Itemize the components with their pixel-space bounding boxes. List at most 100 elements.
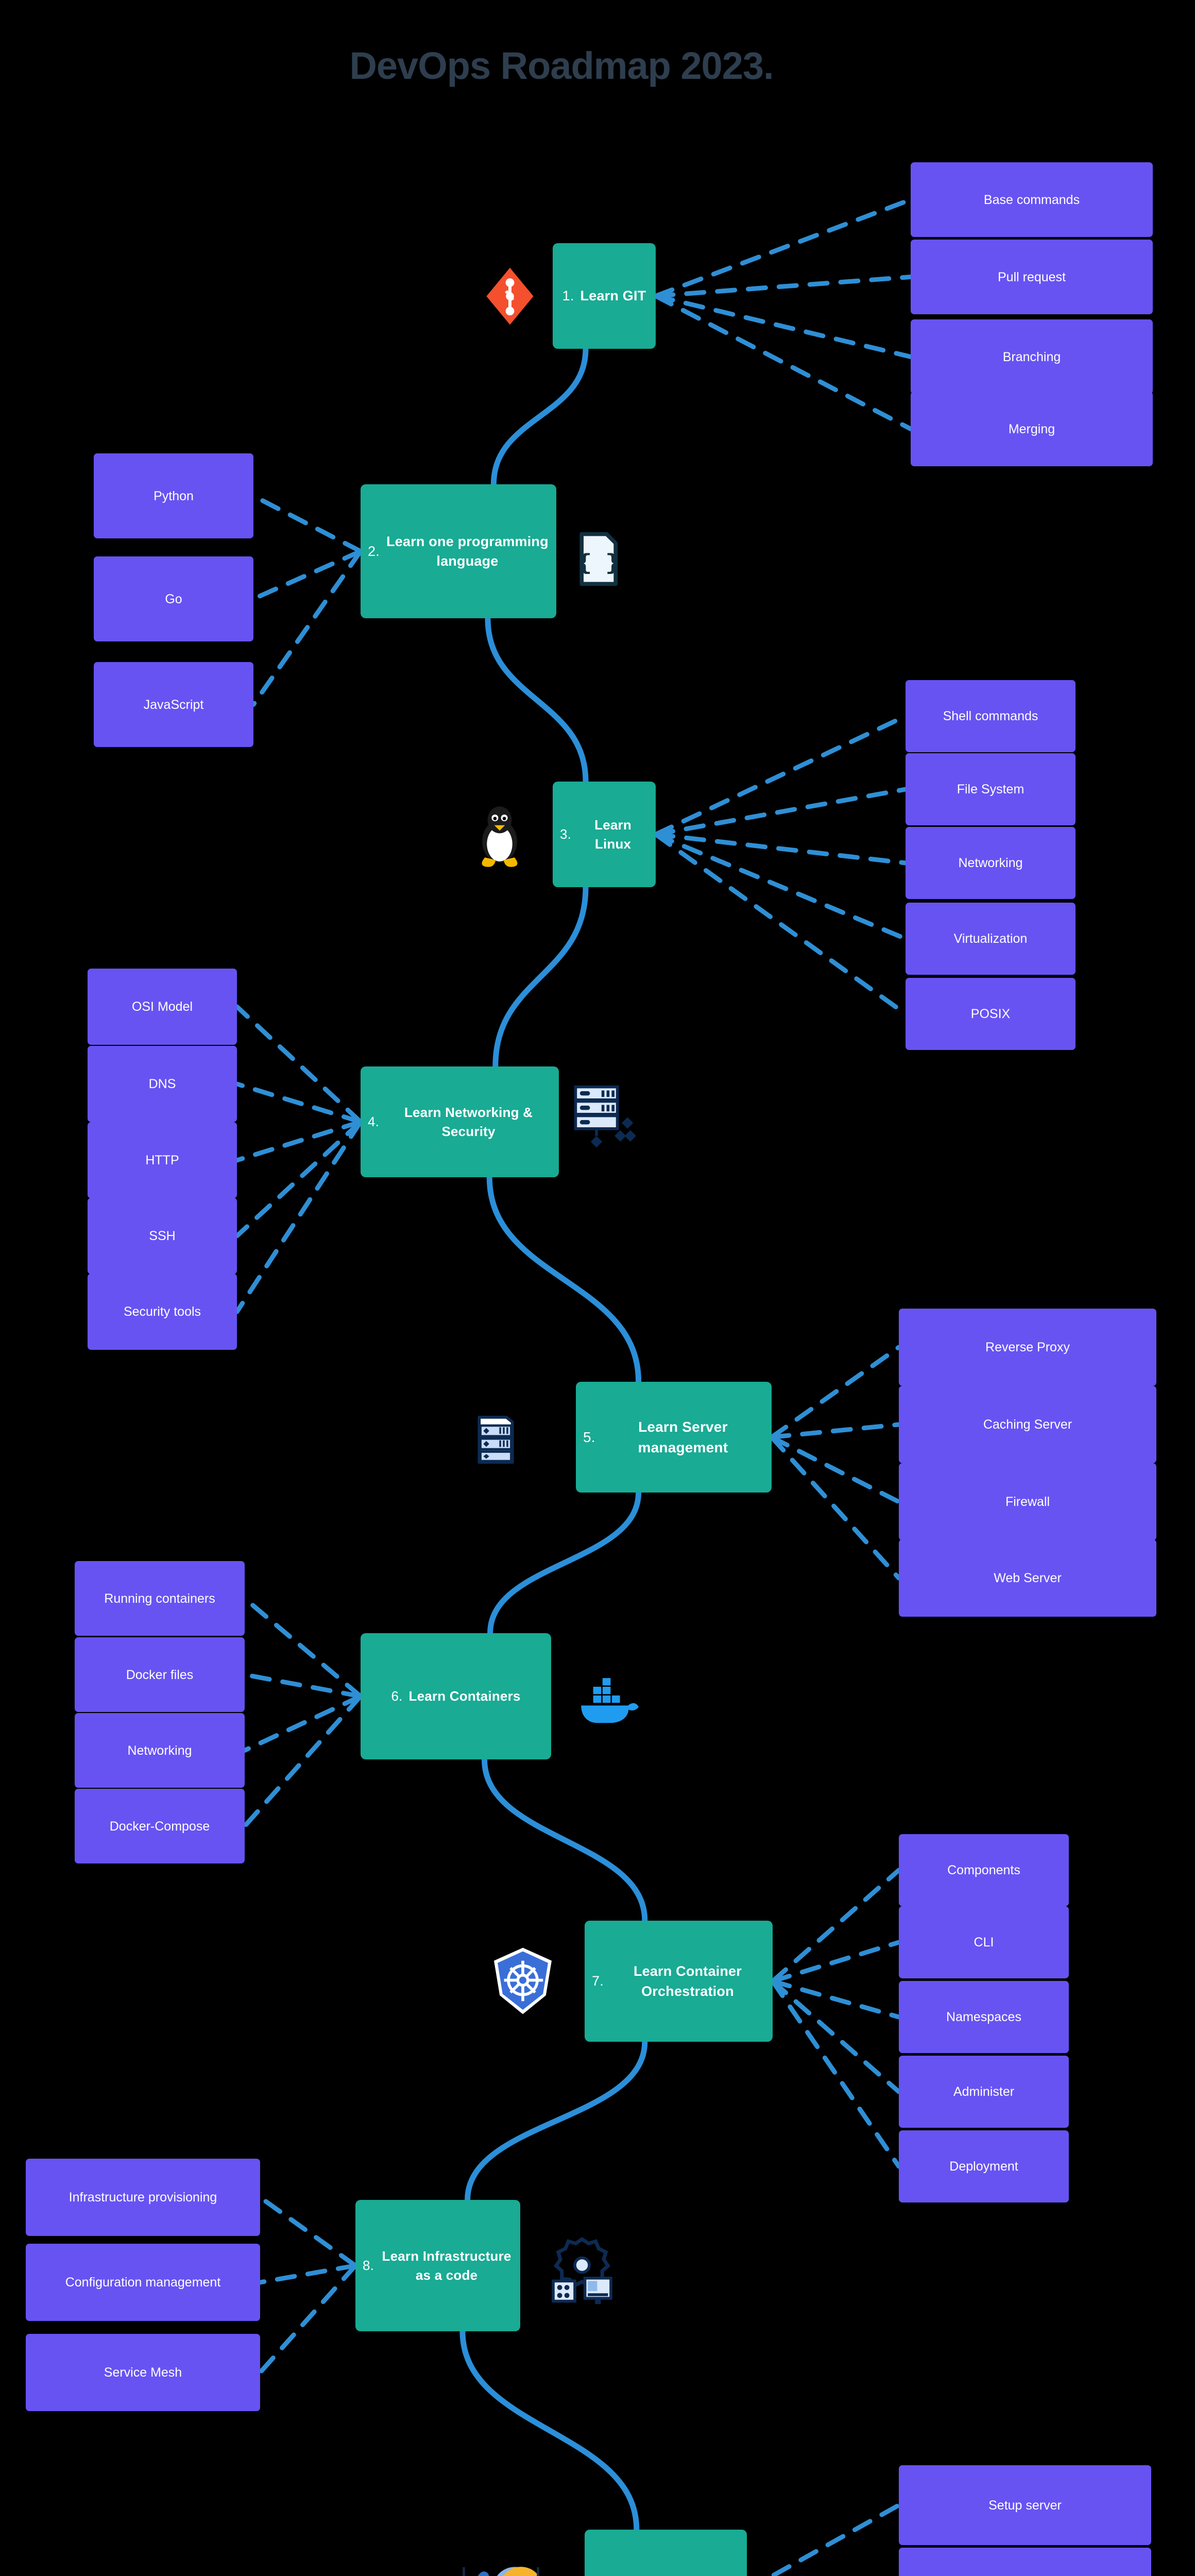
main-node-9[interactable]: 9.Learn CI/CD [585,2530,747,2576]
leaf-node[interactable]: Integration [899,2548,1151,2576]
main-node-7[interactable]: 7.Learn Container Orchestration [585,1921,773,2042]
leaf-node[interactable]: Web Server [899,1539,1156,1617]
main-node-number: 2. [368,543,380,559]
connector-line [242,1694,363,1828]
spine-curve [485,615,589,785]
leaf-node[interactable]: POSIX [906,978,1076,1050]
main-node-1[interactable]: 1. Learn GIT [553,243,656,349]
connector-line [234,1004,363,1124]
main-node-number: 8. [363,2258,374,2274]
leaf-node[interactable]: Python [94,453,253,538]
connector-line [251,549,363,707]
git-icon [479,260,541,332]
connector-line [653,714,908,837]
main-node-2[interactable]: 2. Learn one programming language [361,484,556,618]
connector-line [767,2503,901,2576]
connector-line [653,294,913,431]
connector-line [769,1345,901,1439]
connector-line [653,787,908,837]
main-node-number: 4. [368,1114,380,1130]
connector-line [653,294,913,359]
linux-penguin-icon [466,793,533,876]
leaf-node[interactable]: Setup server [899,2465,1151,2545]
leaf-node[interactable]: File System [906,753,1076,825]
leaf-node[interactable]: Deployment [899,2130,1069,2202]
leaf-node[interactable]: Administer [899,2056,1069,2128]
svg-text:{ }: { } [578,551,619,577]
main-node-5[interactable]: 5. Learn Server management [576,1382,772,1493]
connector-line [653,275,913,298]
infinity-loop-icon [456,2550,546,2576]
main-node-number: 6. [391,1688,403,1704]
connector-line [234,1081,363,1124]
leaf-node[interactable]: Running containers [75,1561,245,1636]
main-node-6[interactable]: 6. Learn Containers [361,1633,551,1759]
connector-line [770,1979,901,2020]
connector-line [770,1868,901,1984]
leaf-node[interactable]: Security tools [88,1274,237,1350]
main-node-number: 5. [583,1429,595,1445]
connector-line [242,1694,363,1753]
connector-line [653,832,908,941]
leaf-node[interactable]: HTTP [88,1122,237,1198]
connector-line [242,1596,363,1699]
main-node-4[interactable]: 4. Learn Networking & Security [361,1066,559,1177]
main-node-title: Learn Containers [408,1688,521,1704]
connector-line [258,2263,358,2375]
leaf-node[interactable]: DNS [88,1046,237,1122]
main-node-title: Learn Networking & Security [404,1104,533,1139]
main-node-number: 1. [562,288,574,304]
connector-line [769,1435,901,1581]
spine-curve [486,1174,642,1385]
leaf-node[interactable]: Firewall [899,1463,1156,1540]
main-node-3[interactable]: 3.Learn Linux [553,782,656,887]
main-node-title: Learn Server management [638,1418,728,1455]
leaf-node[interactable]: Components [899,1834,1069,1906]
spine-curve [465,2039,648,2203]
main-node-title: Learn one programming language [386,533,549,569]
spine-curve [482,1756,648,1924]
main-node-title: Learn Container Orchestration [633,1963,742,1999]
main-node-title: Learn Infrastructure as a code [382,2248,511,2283]
connector-line [251,549,363,601]
leaf-node[interactable]: Base commands [911,162,1153,237]
leaf-node[interactable]: JavaScript [94,662,253,747]
leaf-node[interactable]: Docker files [75,1637,245,1712]
spine-curve [492,884,589,1070]
leaf-node[interactable]: Merging [911,392,1153,466]
main-node-title: Learn GIT [580,288,646,304]
connector-line [258,2195,358,2268]
leaf-node[interactable]: Caching Server [899,1386,1156,1463]
leaf-node[interactable]: Configuration management [26,2244,260,2321]
main-node-8[interactable]: 8. Learn Infrastructure as a code [355,2200,520,2331]
leaf-node[interactable]: Infrastructure provisioning [26,2159,260,2236]
leaf-node[interactable]: CLI [899,1906,1069,1978]
leaf-node[interactable]: Service Mesh [26,2334,260,2411]
leaf-node[interactable]: SSH [88,1198,237,1274]
code-braces-icon: { } [569,526,626,592]
leaf-node[interactable]: Go [94,556,253,641]
leaf-node[interactable]: Networking [906,827,1076,899]
spine-curve [459,2328,640,2533]
connector-line [234,1120,363,1239]
connector-line [653,832,908,1016]
connector-line [653,197,913,298]
leaf-node[interactable]: Branching [911,319,1153,394]
connector-line [769,1422,901,1439]
connector-line [258,2263,358,2285]
leaf-node[interactable]: OSI Model [88,969,237,1045]
leaf-node[interactable]: Docker-Compose [75,1789,245,1863]
leaf-node[interactable]: Namespaces [899,1981,1069,2053]
leaf-node[interactable]: Reverse Proxy [899,1309,1156,1386]
leaf-node[interactable]: Pull request [911,240,1153,314]
server-network-icon [564,1077,636,1149]
spine-curve [490,346,589,487]
leaf-node[interactable]: Shell commands [906,680,1076,752]
main-node-title: Learn Linux [594,817,631,852]
leaf-node[interactable]: Networking [75,1713,245,1788]
kubernetes-helm-icon [487,1937,559,2025]
connector-line [234,1120,363,1163]
leaf-node[interactable]: Virtualization [906,903,1076,975]
connector-line [770,1979,901,2169]
